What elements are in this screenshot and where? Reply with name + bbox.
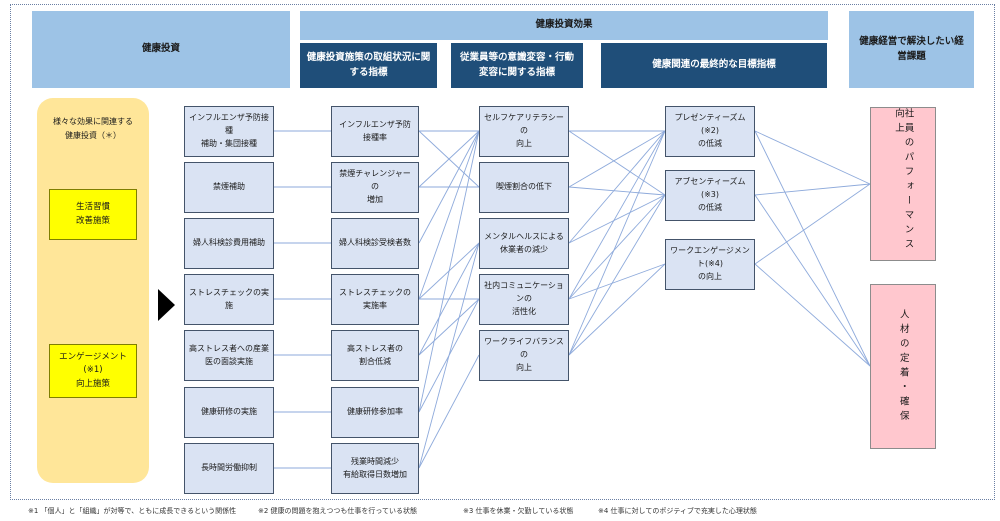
header-final-goal-indicators: 健康関連の最終的な目標指標: [601, 43, 827, 88]
connector-line-38: [754, 263, 871, 367]
measure-long-hours: 長時間労働抑制: [184, 443, 274, 494]
behavior-mental-health-leave: メンタルヘルスによる 休業者の減少: [479, 218, 569, 269]
connector-line-34: [754, 130, 871, 367]
panel-label: 様々な効果に関連する 健康投資（＊）: [53, 117, 133, 140]
engagement-improvement-box: エンゲージメント(※1) 向上施策: [49, 344, 137, 398]
connector-line-9: [418, 130, 480, 188]
header-investment-effect: 健康投資効果: [300, 11, 828, 40]
connector-line-33: [754, 130, 871, 185]
footnote-1: ※1 「個人」と「組織」が対等で、ともに成長できるという関係性: [28, 507, 237, 515]
goal-presenteeism: プレゼンティーズム(※2) の低減: [665, 106, 755, 157]
indicator-stress-check-rate: ストレスチェックの 実施率: [331, 274, 419, 325]
indicator-quit-smoking: 禁煙チャレンジャーの 増加: [331, 162, 419, 213]
measure-health-training: 健康研修の実施: [184, 387, 274, 438]
header-measure-indicators: 健康投資施策の取組状況に関する指標: [300, 43, 437, 88]
connector-line-31: [568, 194, 666, 356]
connector-line-37: [754, 183, 871, 265]
footnote-3: ※3 仕事を休業・欠勤している状態: [463, 507, 574, 515]
behavior-work-life-balance: ワークライフバランスの 向上: [479, 330, 569, 381]
goal-absenteeism: アブセンティーズム(※3) の低減: [665, 170, 755, 221]
indicator-overtime-leave: 残業時間減少 有給取得日数増加: [331, 443, 419, 494]
footnote-2: ※2 健康の問題を抱えつつも仕事を行っている状態: [258, 507, 417, 515]
connector-line-17: [418, 130, 480, 413]
measure-gynecology-checkup: 婦人科検診費用補助: [184, 218, 274, 269]
connector-line-16: [418, 298, 480, 356]
issue-retention: 人材の定着・確保: [870, 284, 936, 449]
diagram-frame: [10, 4, 995, 500]
indicator-vaccination-rate: インフルエンザ予防 接種率: [331, 106, 419, 157]
connector-line-12: [418, 130, 480, 300]
issue-retention-label: 人材の定着・確保: [897, 308, 909, 425]
measure-stress-check: ストレスチェックの実施: [184, 274, 274, 325]
indicator-training-participation: 健康研修参加率: [331, 387, 419, 438]
connector-line-29: [568, 263, 666, 300]
header-behavior-indicators: 従業員等の意識変容・行動変容に関する指標: [451, 43, 583, 88]
connector-line-19: [418, 242, 480, 469]
behavior-communication: 社内コミュニケーションの 活性化: [479, 274, 569, 325]
header-health-investment: 健康投資: [32, 11, 290, 88]
behavior-smoking-rate: 喫煙割合の低下: [479, 162, 569, 213]
measure-doctor-interview: 高ストレス者への産業 医の面談実施: [184, 330, 274, 381]
right-triangle-arrow-icon: [158, 289, 175, 321]
connector-line-15: [418, 242, 480, 356]
connector-line-32: [568, 263, 666, 356]
behavior-self-care: セルフケアリテラシーの 向上: [479, 106, 569, 157]
measure-smoking-cessation: 禁煙補助: [184, 162, 274, 213]
indicator-high-stress-ratio: 高ストレス者の 割合低減: [331, 330, 419, 381]
connector-line-36: [754, 194, 871, 367]
connector-line-22: [568, 130, 666, 196]
measure-flu-vaccination: インフルエンザ予防接種 補助・集団接種: [184, 106, 274, 157]
connector-line-25: [568, 130, 666, 244]
connector-line-26: [568, 194, 666, 244]
issue-performance: 社員のパフォーマンス向上: [870, 107, 936, 261]
connector-line-11: [418, 130, 480, 244]
header-management-issues: 健康経営で解決したい経営課題: [849, 11, 974, 88]
connector-line-23: [568, 130, 666, 188]
connector-line-27: [568, 130, 666, 300]
lifestyle-improvement-box: 生活習慣 改善施策: [49, 189, 137, 240]
footnote-4: ※4 仕事に対してのポジティブで充実した心理状態: [598, 507, 757, 515]
connector-line-35: [754, 183, 871, 196]
issue-performance-label: 社員のパフォーマンス向上: [893, 108, 914, 253]
indicator-gynecology-count: 婦人科検診受検者数: [331, 218, 419, 269]
connector-line-20: [418, 354, 480, 469]
connector-line-24: [568, 186, 666, 196]
goal-work-engagement: ワークエンゲージメント(※4) の向上: [665, 239, 755, 290]
various-effects-panel: [37, 98, 149, 483]
connector-line-30: [568, 130, 666, 356]
connector-line-28: [568, 194, 666, 300]
